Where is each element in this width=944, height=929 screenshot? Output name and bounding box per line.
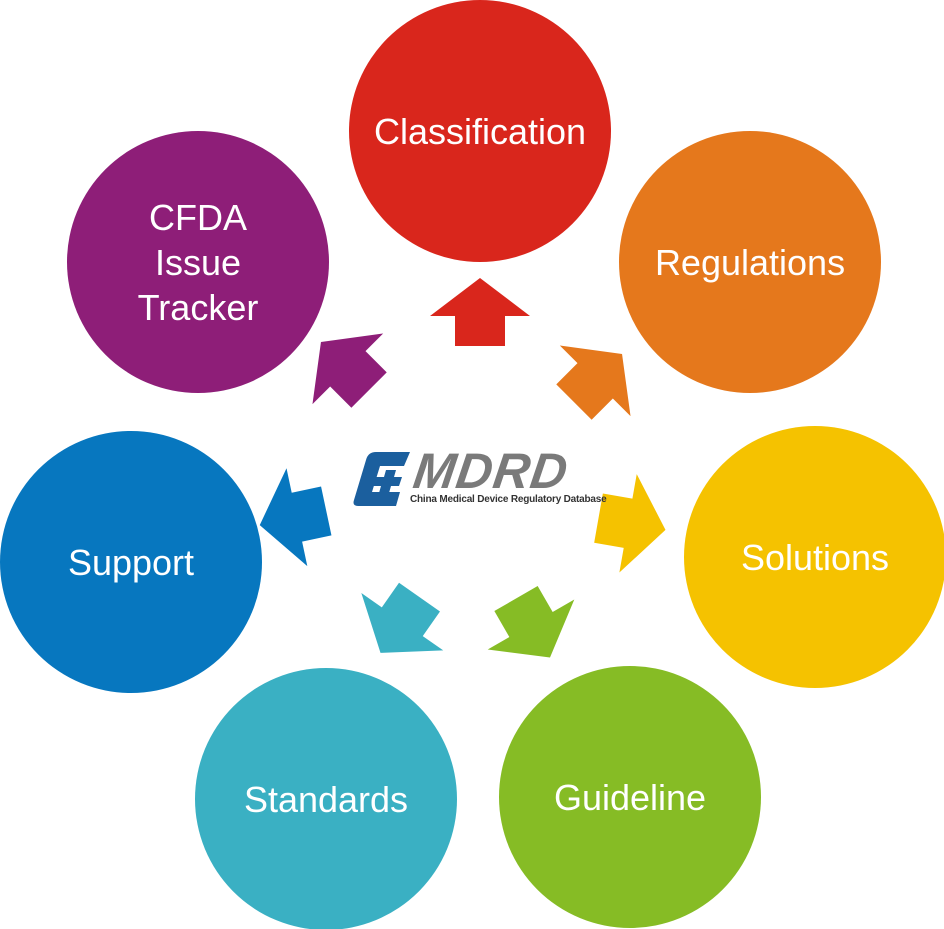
solutions-label: Solutions [740, 536, 890, 578]
support-label: Support [67, 541, 195, 583]
classification-label: Classification [373, 110, 587, 152]
circle-solutions[interactable]: Solutions [684, 426, 944, 688]
logo-subtitle: China Medical Device Regulatory Database [410, 494, 607, 505]
arrow-to-solutions-icon [594, 474, 666, 573]
arrow-to-classification-icon [430, 278, 530, 346]
standards-label: Standards [243, 778, 409, 820]
arrow-to-standards-icon [361, 582, 444, 653]
regulations-label: Regulations [654, 241, 846, 283]
medical-cross-icon [353, 452, 410, 506]
mdrd-logo: MDRD China Medical Device Regulatory Dat… [352, 443, 607, 512]
guideline-label: Guideline [553, 776, 707, 818]
arrow-to-regulations-icon [556, 345, 631, 420]
circle-cfda-issue-tracker[interactable]: CFDA Issue Tracker [67, 131, 329, 393]
circle-support[interactable]: Support [0, 431, 262, 693]
circle-standards[interactable]: Standards [195, 668, 457, 929]
circle-guideline[interactable]: Guideline [499, 666, 761, 928]
circle-classification[interactable]: Classification [349, 0, 611, 262]
arrow-to-support-icon [259, 468, 332, 567]
logo-title: MDRD [410, 443, 572, 499]
arrow-to-cfda-issue-tracker-icon [312, 333, 387, 408]
cfda-issue-tracker-label: CFDA Issue Tracker [137, 196, 259, 328]
circle-regulations[interactable]: Regulations [619, 131, 881, 393]
arrow-to-guideline-icon [487, 586, 575, 658]
